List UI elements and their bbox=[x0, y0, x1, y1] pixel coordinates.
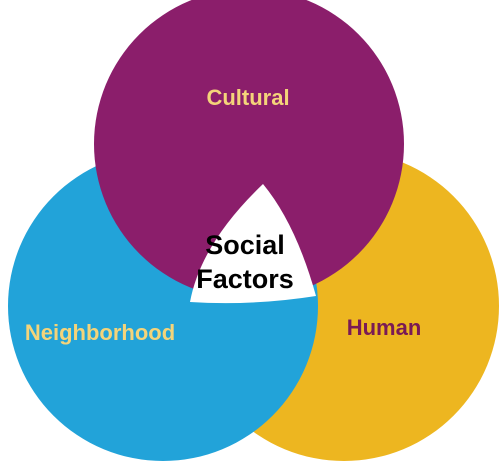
neighborhood-label: Neighborhood bbox=[25, 320, 175, 345]
center-label-line2: Factors bbox=[196, 264, 294, 294]
center-region bbox=[190, 184, 316, 304]
center-label-line1: Social bbox=[205, 230, 285, 260]
cultural-label: Cultural bbox=[206, 85, 289, 110]
cultural-circle bbox=[94, 0, 404, 299]
human-label: Human bbox=[347, 315, 422, 340]
